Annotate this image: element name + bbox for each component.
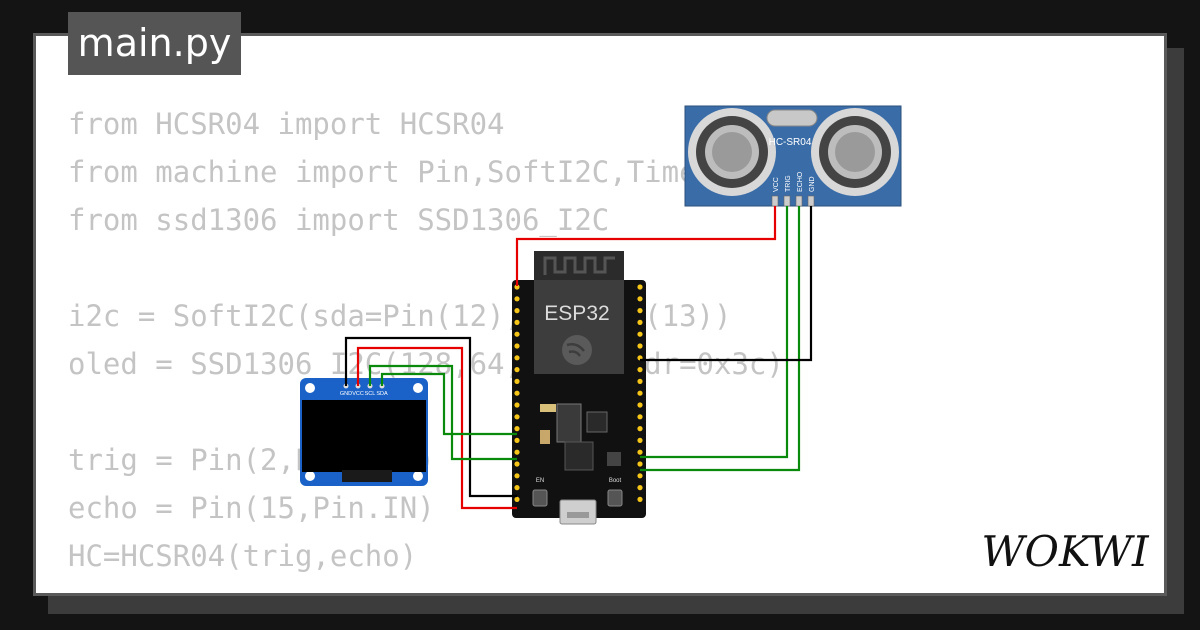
mount-hole	[413, 471, 423, 481]
boot-button[interactable]	[607, 489, 623, 507]
esp32-pin[interactable]	[514, 485, 520, 491]
esp32-pin[interactable]	[637, 449, 643, 455]
code-line: HC=HCSR04(trig,echo)	[68, 539, 418, 573]
esp32-pin[interactable]	[514, 355, 520, 361]
oled-display[interactable]: GND VCC SCL SDA	[300, 378, 428, 486]
esp32-pin[interactable]	[637, 496, 643, 502]
file-tab[interactable]: main.py	[68, 12, 241, 75]
wire-sensor-echo	[640, 206, 801, 472]
sensor-pin-label: VCC	[773, 177, 780, 192]
esp32-pin[interactable]	[514, 390, 520, 396]
oled-pin-label: GND	[340, 391, 352, 397]
esp32-pin[interactable]	[637, 485, 643, 491]
wire-oled-sda	[380, 372, 517, 436]
oled-pin-label: SDA	[376, 391, 388, 397]
esp32-pin[interactable]	[637, 426, 643, 432]
left-transducer	[688, 108, 776, 196]
led	[607, 452, 621, 466]
boot-label: Boot	[609, 478, 622, 484]
right-transducer	[811, 108, 899, 196]
esp32-pin[interactable]	[514, 331, 520, 337]
sensor-label: HC-SR04	[769, 137, 812, 148]
esp32-pin[interactable]	[637, 402, 643, 408]
wires	[344, 206, 813, 510]
en-label: EN	[536, 478, 544, 484]
capacitor	[540, 404, 556, 412]
wire-oled-scl	[368, 364, 517, 461]
wokwi-logo-text: WOKWI	[981, 527, 1150, 576]
hcsr04-sensor[interactable]: HC-SR04 VCC TRIG ECHO GND	[684, 105, 902, 207]
esp32-pin[interactable]	[514, 284, 520, 290]
usb-uart-chip	[564, 441, 594, 471]
esp32-pin[interactable]	[637, 461, 643, 467]
oled-pin-label: SCL	[365, 391, 376, 397]
esp32-pin[interactable]	[637, 343, 643, 349]
wire-sensor-vcc	[515, 206, 777, 286]
esp32-pin[interactable]	[637, 473, 643, 479]
esp32-pin[interactable]	[514, 378, 520, 384]
wire-oled-gnd	[344, 336, 517, 498]
esp32-pin[interactable]	[514, 496, 520, 502]
sensor-pin-label: TRIG	[785, 175, 792, 192]
esp32-pin[interactable]	[637, 437, 643, 443]
esp32-pin-headers	[514, 284, 643, 502]
esp32-pin[interactable]	[514, 296, 520, 302]
sensor-pin-label: ECHO	[797, 171, 804, 192]
mount-hole	[413, 383, 423, 393]
esp32-pin[interactable]	[514, 461, 520, 467]
esp32-pin[interactable]	[514, 473, 520, 479]
code-line: echo = Pin(15,Pin.IN)	[68, 491, 435, 525]
esp32-pin[interactable]	[637, 367, 643, 373]
oled-pin-label: VCC	[352, 391, 364, 397]
code-line: from ssd1306 import SSD1306_I2C	[68, 203, 610, 237]
esp32-pin[interactable]	[514, 319, 520, 325]
esp32-pin[interactable]	[637, 284, 643, 290]
antenna-area	[534, 251, 624, 283]
voltage-regulator	[556, 403, 582, 443]
esp32-pin[interactable]	[637, 331, 643, 337]
esp32-label: ESP32	[544, 302, 609, 325]
sensor-pin-label: GND	[809, 176, 816, 192]
esp32-pin[interactable]	[514, 437, 520, 443]
wokwi-logo: WOKWI	[981, 527, 1150, 576]
esp32-pin[interactable]	[514, 449, 520, 455]
esp32-pin[interactable]	[637, 414, 643, 420]
esp32-pin[interactable]	[637, 378, 643, 384]
ic-chip	[586, 411, 608, 433]
oled-screen	[302, 400, 426, 472]
esp32-pin[interactable]	[637, 390, 643, 396]
oled-ribbon	[342, 470, 392, 482]
esp32-pin[interactable]	[514, 402, 520, 408]
esp32-pin[interactable]	[637, 308, 643, 314]
sensor-pin-headers	[771, 195, 815, 207]
esp32-pin[interactable]	[514, 426, 520, 432]
esp32-pin[interactable]	[514, 308, 520, 314]
code-line: from HCSR04 import HCSR04	[68, 107, 505, 141]
capacitor	[540, 430, 550, 444]
esp32-pin[interactable]	[637, 296, 643, 302]
mount-hole	[305, 471, 315, 481]
esp32-pin[interactable]	[514, 367, 520, 373]
espressif-logo-icon	[562, 335, 592, 365]
mount-hole	[305, 383, 315, 393]
code-line: from machine import Pin,SoftI2C,Timer	[68, 155, 715, 189]
antenna-trace	[543, 256, 615, 275]
crystal-oscillator	[766, 109, 818, 127]
esp32-board[interactable]: ESP32 EN Boot	[512, 251, 646, 525]
en-button[interactable]	[532, 489, 548, 507]
wire-sensor-gnd	[640, 206, 813, 362]
wire-oled-vcc	[356, 346, 517, 510]
wire-sensor-trig	[640, 206, 789, 459]
esp32-pin[interactable]	[514, 414, 520, 420]
esp32-pin[interactable]	[637, 319, 643, 325]
esp32-pin[interactable]	[514, 343, 520, 349]
